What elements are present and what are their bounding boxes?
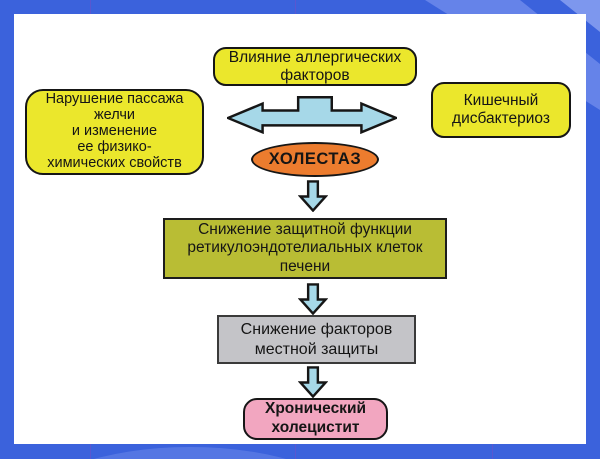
node-line: Нарушение пассажа xyxy=(45,91,184,108)
node-line: дисбактериоз xyxy=(452,110,550,127)
node-reticuloendothelial-function: Снижение защитной функции ретикулоэндоте… xyxy=(163,218,447,279)
node-line: Кишечный xyxy=(463,92,539,110)
node-intestinal-dysbiosis: Кишечный дисбактериоз xyxy=(431,82,571,138)
node-cholestasis: ХОЛЕСТАЗ xyxy=(251,142,379,177)
node-line: Снижение защитной функции xyxy=(198,221,412,239)
node-line: факторов xyxy=(280,66,350,84)
node-allergic-factors: Влияние аллергических факторов xyxy=(213,47,417,86)
node-label: ХОЛЕСТАЗ xyxy=(268,149,362,168)
node-line: Хронический xyxy=(264,400,366,418)
node-local-defense-factors: Снижение факторов местной защиты xyxy=(217,315,416,364)
node-line: холецистит xyxy=(271,419,360,436)
down-arrow-icon xyxy=(298,180,328,212)
node-chronic-cholecystitis: Хронический холецистит xyxy=(243,398,388,440)
decor-bottom-arc xyxy=(30,447,350,459)
node-line: Снижение факторов xyxy=(240,321,393,339)
down-arrow-icon xyxy=(298,366,328,398)
node-line: желчи xyxy=(93,107,136,124)
node-bile-passage: Нарушение пассажа желчи и изменение ее ф… xyxy=(25,89,204,175)
node-line: и изменение xyxy=(71,123,158,140)
node-line: местной защиты xyxy=(254,340,379,358)
down-arrow-icon xyxy=(298,283,328,315)
node-line: печени xyxy=(279,257,331,275)
node-line: Влияние аллергических xyxy=(228,48,402,66)
node-line: ретикулоэндотелиальных клеток xyxy=(187,239,423,257)
node-line: химических свойств xyxy=(47,154,182,171)
double-headed-horizontal-arrow-icon xyxy=(227,95,397,134)
node-line: ее физико- xyxy=(77,138,152,155)
